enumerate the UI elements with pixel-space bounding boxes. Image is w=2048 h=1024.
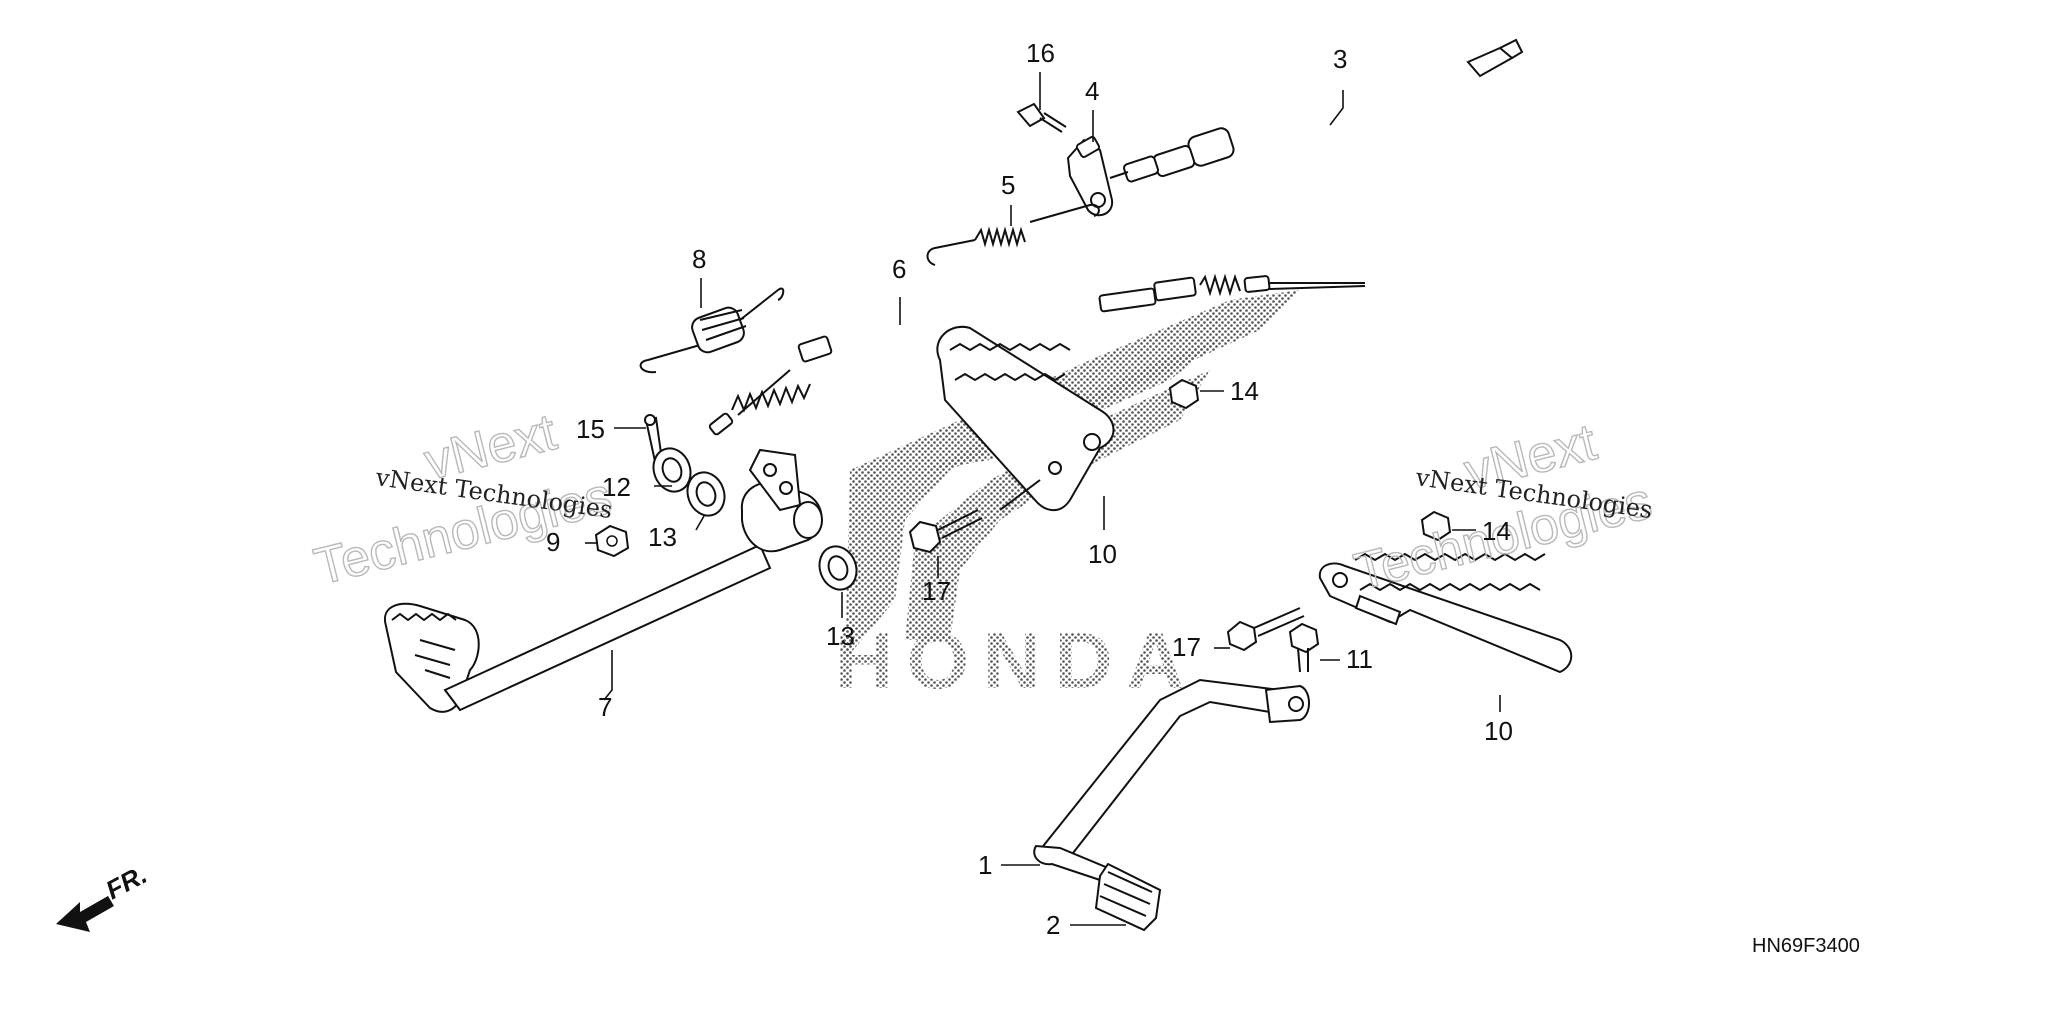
callout-15: 15 — [576, 414, 605, 444]
seal-part-13-right — [818, 545, 858, 591]
bolt-part-11 — [1288, 622, 1320, 673]
callout-6: 6 — [892, 254, 906, 284]
honda-wordmark: HONDA — [835, 616, 1198, 705]
callout-16: 16 — [1026, 38, 1055, 68]
nut-part-9 — [594, 524, 630, 558]
nut-part-14-upper — [1168, 378, 1200, 410]
callout-4: 4 — [1085, 76, 1099, 106]
shift-pedal-part-1 — [1033, 678, 1310, 882]
callout-5: 5 — [1001, 170, 1015, 200]
callout-14-lower: 14 — [1482, 516, 1511, 546]
bolt-part-17-lower — [1226, 607, 1305, 652]
washer-part-12 — [652, 447, 692, 493]
leader-lines — [585, 72, 1501, 926]
footpeg-part-10-lower — [1318, 552, 1573, 674]
spring-part-8 — [639, 287, 785, 374]
callout-labels: 16 4 5 3 6 8 15 12 13 9 7 13 17 10 14 14… — [546, 38, 1513, 940]
bolt-part-17-upper — [908, 509, 983, 554]
brake-pedal-part-7 — [383, 448, 823, 713]
callout-7: 7 — [598, 692, 612, 722]
spring-part-5 — [926, 203, 1100, 266]
footpeg-part-10-upper — [936, 325, 1115, 512]
callout-1: 1 — [978, 850, 992, 880]
diagram-code: HN69F3400 — [1752, 935, 1860, 957]
cable-part-3 — [1109, 38, 1524, 183]
seal-part-13-left — [686, 471, 726, 517]
callout-13-right: 13 — [826, 621, 855, 651]
callout-10-upper: 10 — [1088, 539, 1117, 569]
callout-17-upper: 17 — [922, 576, 951, 606]
rubber-part-2 — [1094, 862, 1162, 932]
callout-13-left: 13 — [648, 522, 677, 552]
callout-9: 9 — [546, 527, 560, 557]
callout-3: 3 — [1333, 44, 1347, 74]
callout-14-upper: 14 — [1230, 376, 1259, 406]
callout-17-lower: 17 — [1172, 632, 1201, 662]
callout-11: 11 — [1346, 644, 1373, 674]
cable-part-6 — [708, 273, 1366, 436]
callout-10-lower: 10 — [1484, 716, 1513, 746]
nut-part-14-lower — [1420, 510, 1452, 542]
bracket-part-4 — [1066, 136, 1114, 217]
callout-12: 12 — [602, 472, 631, 502]
svg-text:HONDA: HONDA — [835, 616, 1198, 705]
front-direction-arrow: FR. — [56, 859, 152, 932]
callout-8: 8 — [692, 244, 706, 274]
bolt-part-16 — [1016, 102, 1067, 133]
callout-2: 2 — [1046, 910, 1060, 940]
